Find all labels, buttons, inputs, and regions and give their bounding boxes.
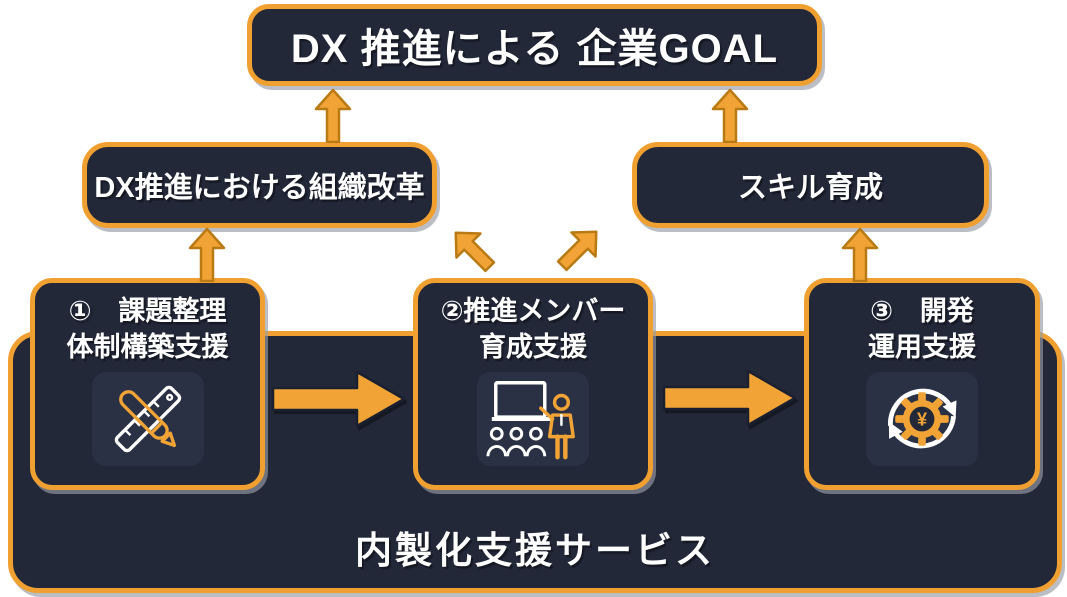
step-1-title-line1: ① 課題整理 [68,296,227,326]
arrow-up-step1-to-org-icon [188,227,226,282]
step-box-3: ③ 開発 運用支援 [804,278,1040,490]
arrow-right-step1-to-step2-icon [271,370,406,428]
service-container-title: 内製化支援サービス [355,530,715,571]
arrow-up-left-step2-icon [454,231,496,273]
ruler-and-pen-icon [114,385,181,453]
step-box-2: ②推進メンバー 育成支援 [413,278,653,490]
goal-box: DX 推進による 企業GOAL [247,4,822,86]
step-2-icon-tile [477,372,589,466]
outcome-box-skill-development: スキル育成 [632,142,989,228]
arrow-up-step3-to-skill-icon [841,227,879,282]
arrow-right-step2-to-step3-icon [662,369,797,427]
whiteboard-training-icon [486,381,575,460]
outcome-left-label: DX推進における組織改革 [94,172,425,204]
gear-yen-cycle-icon: ¥ [888,388,957,449]
step-2-title-line1: ②推進メンバー [440,296,626,326]
outcome-right-label: スキル育成 [737,172,883,204]
arrow-up-skill-to-goal-icon [711,88,749,143]
step-1-title-line2: 体制構築支援 [66,332,229,362]
step-3-icon-tile: ¥ [866,372,978,466]
yen-symbol: ¥ [917,410,928,430]
step-box-1: ① 課題整理 体制構築支援 [30,278,265,490]
arrow-up-right-step2-icon [556,230,598,272]
arrow-up-org-to-goal-icon [314,88,352,143]
step-1-icon-tile [91,372,204,466]
outcome-box-organizational-reform: DX推進における組織改革 [82,142,437,228]
step-3-title-line2: 運用支援 [868,332,976,362]
step-3-title-line1: ③ 開発 [870,296,974,326]
step-2-title-line2: 育成支援 [479,332,587,362]
goal-label: DX 推進による 企業GOAL [290,27,779,71]
